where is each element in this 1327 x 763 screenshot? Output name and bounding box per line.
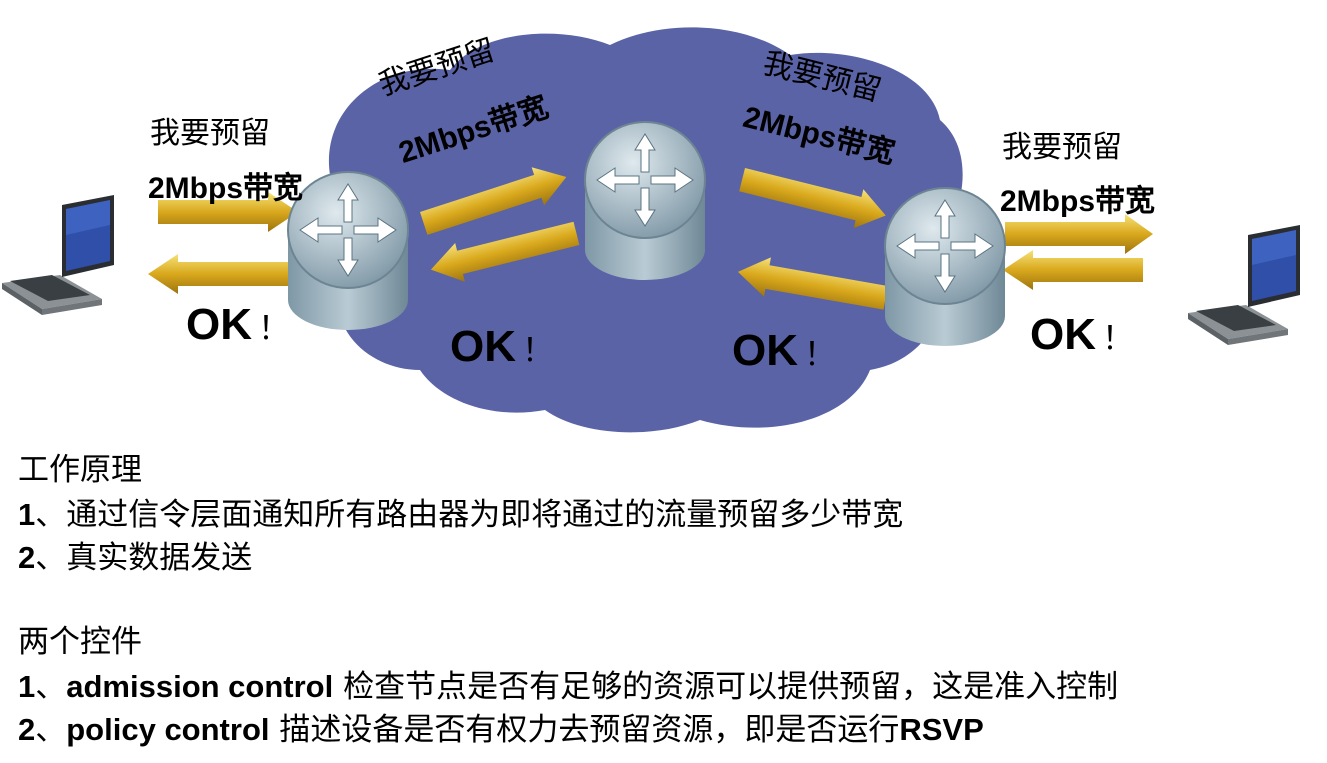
- router-right: [884, 187, 1006, 347]
- section-title-controls: 两个控件: [18, 624, 142, 660]
- right-ok-label: OK！: [1030, 310, 1135, 359]
- arrow-right-ok: [1003, 250, 1143, 290]
- arrow-left-ok: [148, 254, 288, 294]
- principle-item-2: 2、真实数据发送: [18, 540, 253, 576]
- arrow-right-request: [1005, 214, 1153, 254]
- section-title-principle: 工作原理: [18, 452, 142, 488]
- left-bandwidth-label: 2Mbps带宽: [148, 172, 304, 205]
- arrow-mid-left-ok: [430, 221, 580, 282]
- arrow-left-request: [158, 192, 298, 232]
- left-ok-label: OK！: [186, 300, 291, 349]
- router-middle: [584, 121, 706, 281]
- right-request-label: 我要预留: [1002, 130, 1122, 165]
- laptop-left: [2, 195, 114, 315]
- principle-item-1: 1、通过信令层面通知所有路由器为即将通过的流量预留多少带宽: [18, 497, 904, 533]
- diagram-canvas: [2, 27, 1300, 433]
- control-item-2: 2、policy control 描述设备是否有权力去预留资源，即是否运行RSV…: [18, 712, 984, 748]
- arrow-mid-right-request: [739, 168, 886, 229]
- rsvp-diagram: 我要预留 2Mbps带宽 OK！ 我要预留 2Mbps带宽 OK！ 我要预留 2…: [2, 27, 1300, 433]
- mid-left-ok-label: OK！: [450, 322, 555, 371]
- laptop-right: [1188, 225, 1300, 345]
- mid-right-ok-label: OK！: [732, 326, 837, 375]
- arrow-mid-left-request: [420, 167, 567, 235]
- right-bandwidth-label: 2Mbps带宽: [1000, 185, 1156, 218]
- router-left: [287, 171, 409, 331]
- arrow-mid-right-ok: [737, 257, 888, 310]
- control-item-1: 1、admission control 检查节点是否有足够的资源可以提供预留，这…: [18, 669, 1119, 705]
- left-request-label: 我要预留: [150, 116, 270, 151]
